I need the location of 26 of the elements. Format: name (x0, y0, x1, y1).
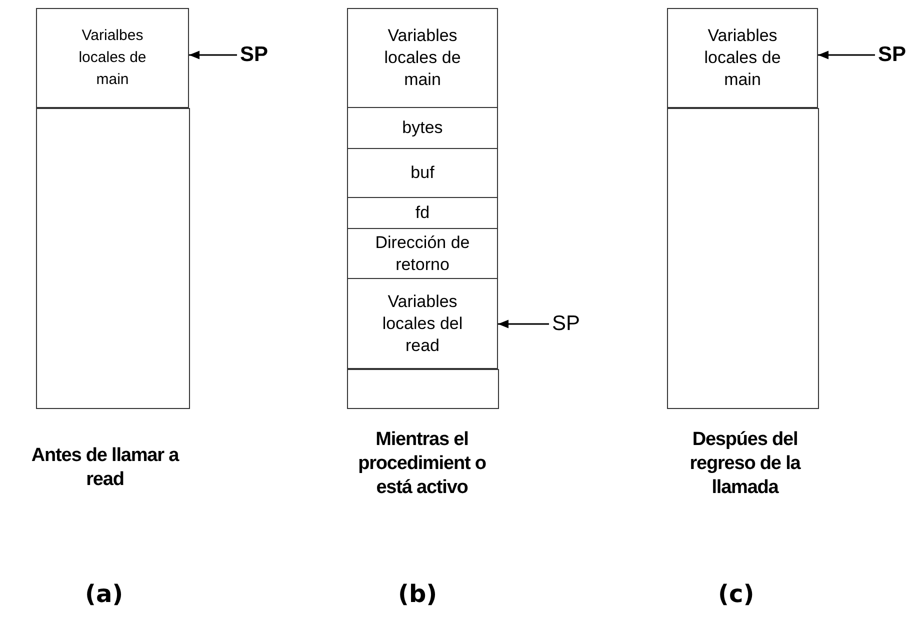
pointer-label: SP (552, 312, 580, 336)
pointer-label: SP (878, 43, 906, 67)
arrow (189, 50, 237, 60)
cell-text: buf (410, 162, 434, 184)
stack-cell (346, 369, 498, 408)
cell-text: Variables locales de main (703, 25, 782, 91)
cell-text: Variables locales del read (381, 290, 464, 356)
panel-letter: (a) (85, 580, 124, 608)
arrow (818, 50, 875, 60)
pointer-label: SP (240, 43, 268, 67)
caption: Despúes del regreso de la llamada (688, 428, 802, 500)
stack-cell (666, 108, 818, 408)
panel-letter: (b) (398, 580, 438, 608)
stack-cell (36, 108, 190, 408)
stack-frame (36, 8, 189, 408)
cell-text: fd (415, 202, 430, 224)
cell-text: Dirección de retorno (374, 232, 471, 276)
cell-text: bytes (402, 117, 443, 139)
caption: Antes de llamar a read (30, 444, 180, 492)
cell-text: Varialbes locales de main (78, 26, 148, 90)
stack-frame (667, 8, 818, 408)
stack-frame (347, 8, 498, 408)
cell-text: Variables locales de main (383, 25, 462, 91)
arrow (498, 320, 549, 328)
panel-letter: (c) (718, 580, 754, 608)
caption: Mientras el procedimient o está activo (357, 428, 487, 500)
